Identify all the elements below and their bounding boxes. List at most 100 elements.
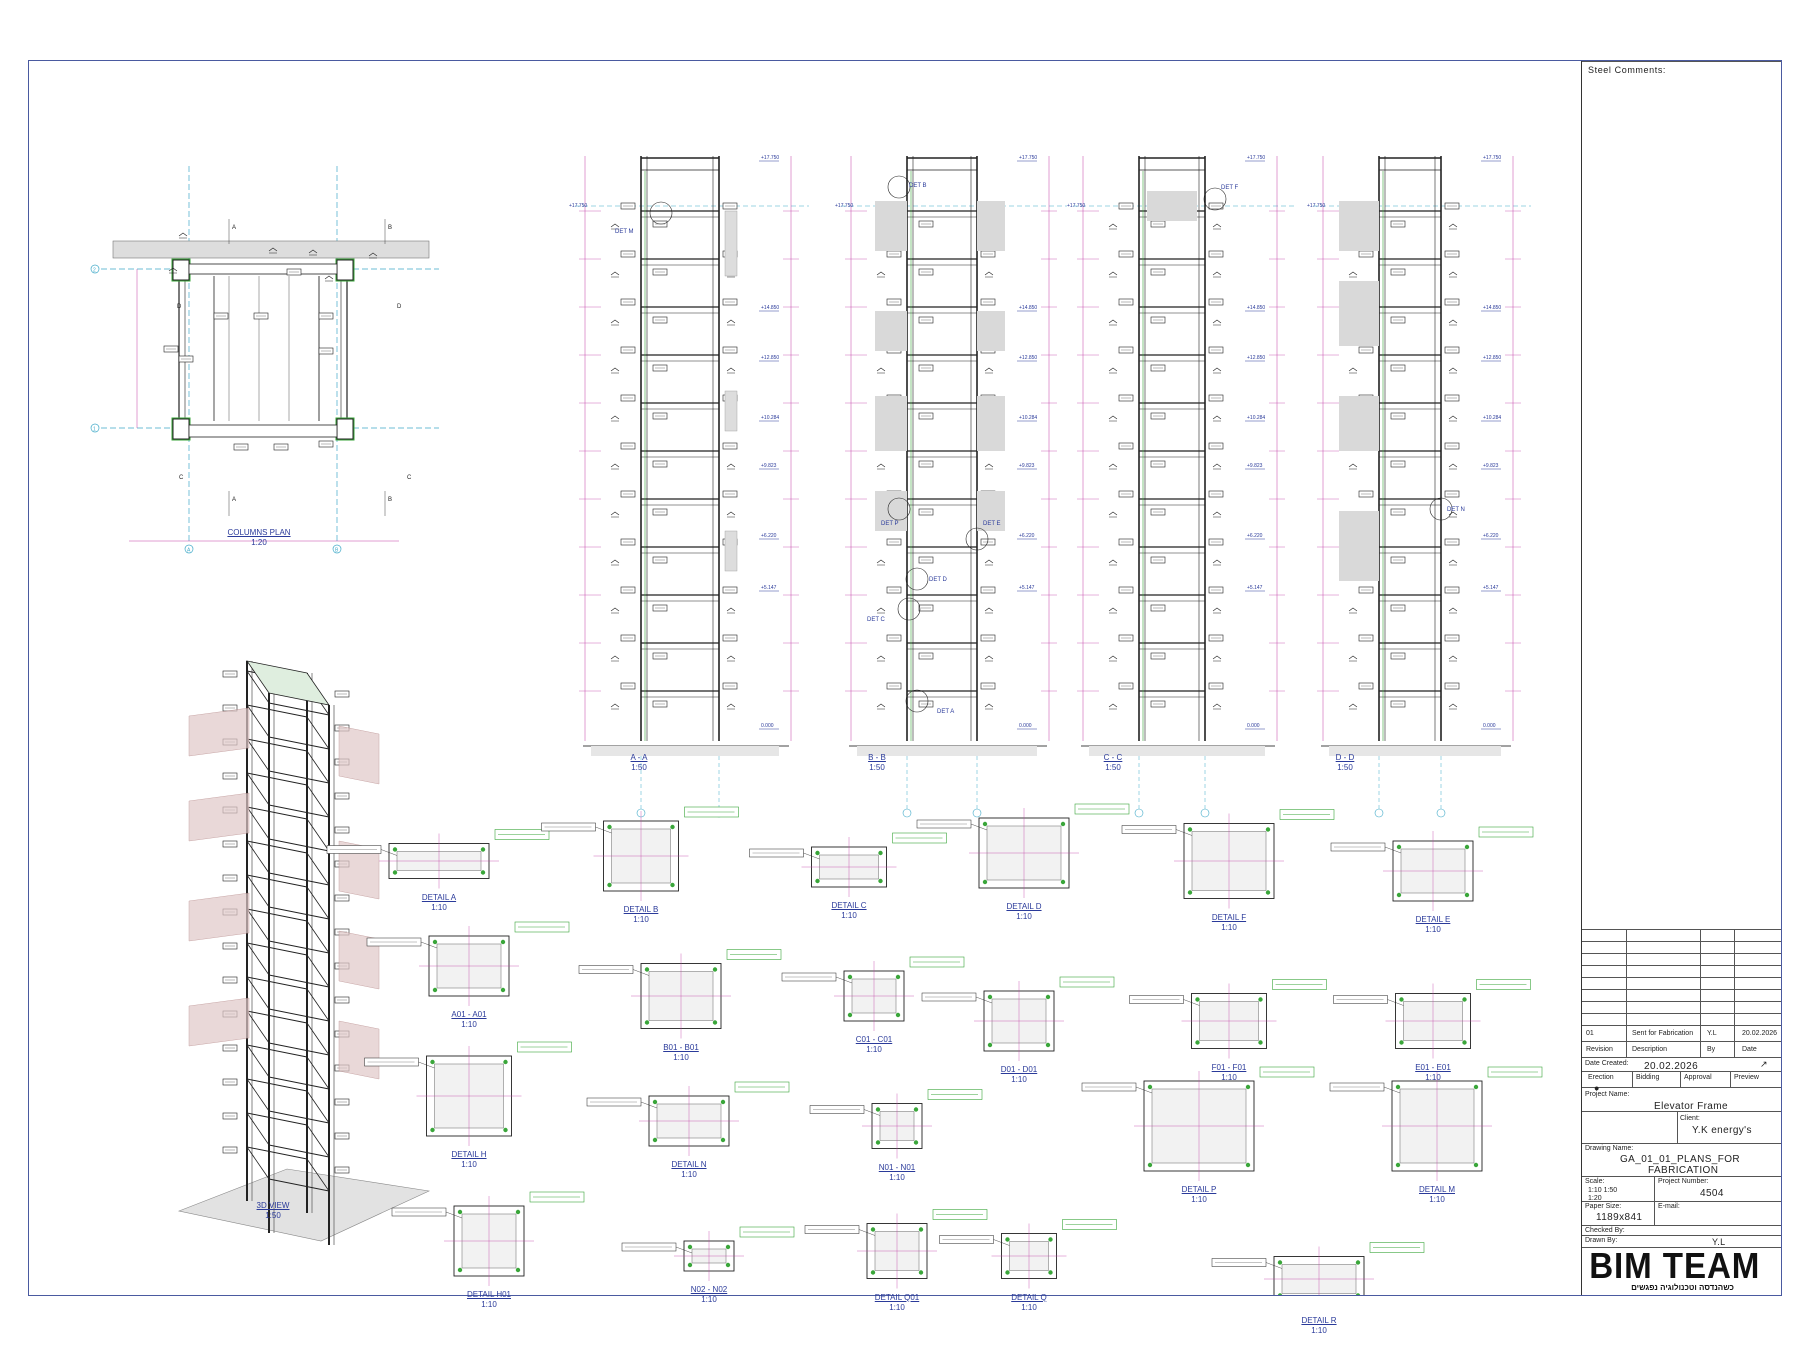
elevation-marker: +5.147 bbox=[1019, 585, 1035, 591]
iso-beam bbox=[306, 852, 330, 886]
leader-line bbox=[993, 1239, 1010, 1246]
detail-scale: 1:10 bbox=[1425, 925, 1441, 934]
detail-callout-circle bbox=[905, 567, 929, 591]
wall-panel bbox=[1147, 191, 1197, 221]
elevation-marker: +14.850 bbox=[1483, 305, 1501, 311]
leader-line bbox=[445, 1211, 463, 1219]
bolt-marker bbox=[1005, 1237, 1010, 1242]
iso-beam bbox=[246, 942, 308, 956]
iso-beam bbox=[246, 738, 270, 772]
wall-panel bbox=[724, 390, 738, 432]
detail-name: DETAIL P bbox=[1181, 1185, 1217, 1194]
detail-callout-circle bbox=[897, 597, 921, 621]
title-block-rule bbox=[1582, 1225, 1781, 1226]
section-cut-letter: C bbox=[179, 475, 184, 481]
detail-scale: 1:10 bbox=[681, 1170, 697, 1179]
weld-symbol bbox=[876, 271, 886, 278]
bolt-marker bbox=[1060, 879, 1066, 885]
grid-bubble bbox=[1134, 808, 1144, 818]
wall-panel bbox=[977, 491, 1005, 531]
title-block-rule bbox=[1582, 1013, 1781, 1014]
bolt-marker bbox=[725, 1262, 731, 1268]
weld-symbol bbox=[1108, 655, 1118, 662]
revision-description: Sent for Fabrication bbox=[1632, 1030, 1694, 1037]
bolt-marker bbox=[457, 1209, 463, 1215]
bolt-marker bbox=[607, 824, 612, 830]
ground-slab bbox=[591, 746, 779, 756]
section-cut-letter: C bbox=[407, 475, 412, 481]
bolt-marker bbox=[392, 870, 398, 875]
project-name-value: Elevator Frame bbox=[1654, 1101, 1728, 1112]
drawing-name-line1: GA_01_01_PLANS_FOR bbox=[1620, 1154, 1741, 1165]
title-block-rule bbox=[1582, 1235, 1781, 1236]
detail-name: N01 - N01 bbox=[878, 1162, 916, 1172]
bolt-marker bbox=[392, 847, 398, 852]
leader-line bbox=[632, 969, 650, 976]
iso-beam bbox=[268, 1144, 330, 1158]
bolt-marker bbox=[1245, 1162, 1251, 1168]
iso-beam bbox=[306, 750, 330, 784]
ground-slab bbox=[1329, 746, 1501, 756]
iso-wall-panel bbox=[338, 725, 380, 785]
detail-callout-circle bbox=[887, 497, 911, 521]
bolt-marker bbox=[430, 1127, 435, 1133]
bolt-marker bbox=[815, 850, 820, 856]
bolt-marker bbox=[847, 1012, 853, 1018]
bolt-marker bbox=[1265, 890, 1271, 895]
bolt-marker bbox=[875, 1107, 881, 1112]
iso-beam bbox=[268, 1042, 330, 1056]
title-block: Steel Comments: 01 Sent for Fabrication … bbox=[1581, 61, 1782, 1295]
wall-panel bbox=[724, 210, 738, 277]
drawn-by-value: Y.L bbox=[1712, 1237, 1726, 1247]
weld-symbol bbox=[168, 267, 178, 274]
weld-symbol bbox=[1448, 559, 1458, 566]
status-preview: Preview bbox=[1734, 1074, 1759, 1081]
weld-symbol bbox=[1212, 655, 1222, 662]
bolt-marker bbox=[1187, 827, 1193, 832]
bolt-marker bbox=[847, 974, 853, 980]
wall-panel bbox=[875, 201, 907, 251]
bolt-marker bbox=[982, 821, 988, 827]
weld-symbol bbox=[178, 232, 188, 239]
leader-line bbox=[675, 1246, 693, 1254]
title-block-rule bbox=[1730, 1071, 1731, 1087]
detail-scale: 1:10 bbox=[1011, 1075, 1027, 1084]
detail-name: C01 - C01 bbox=[855, 1035, 893, 1044]
weld-symbol bbox=[1212, 703, 1222, 710]
status-bidding: Bidding bbox=[1636, 1074, 1660, 1081]
leader-line bbox=[420, 941, 438, 949]
detail-scale: 1:10 bbox=[1221, 1072, 1237, 1082]
iso-beam bbox=[306, 954, 330, 988]
north-arrow-icon: ↗ bbox=[1760, 1059, 1768, 1069]
iso-beam bbox=[246, 1112, 270, 1146]
title-block-rule bbox=[1582, 953, 1781, 954]
header-description: Description bbox=[1632, 1046, 1668, 1053]
bolt-marker bbox=[644, 967, 650, 972]
weld-symbol bbox=[1448, 607, 1458, 614]
leader-line bbox=[1265, 1262, 1283, 1269]
iso-beam bbox=[246, 1044, 270, 1078]
plan-beam-bottom bbox=[188, 424, 338, 438]
wall-panel bbox=[1339, 396, 1379, 451]
iso-beam bbox=[268, 974, 330, 988]
elevation-marker: +14.850 bbox=[1247, 305, 1265, 311]
detail-callout-circle bbox=[649, 201, 673, 225]
bolt-marker bbox=[503, 1059, 508, 1065]
bolt-marker bbox=[918, 1227, 924, 1232]
level-label: +17.750 bbox=[835, 203, 853, 209]
email-label: E-mail: bbox=[1658, 1203, 1680, 1210]
bolt-marker bbox=[503, 1127, 508, 1133]
iso-beam bbox=[246, 738, 308, 752]
iso-beam bbox=[306, 1090, 330, 1124]
bolt-marker bbox=[870, 1227, 876, 1232]
section-cut-letter: A bbox=[232, 225, 236, 231]
plan-beam-top bbox=[188, 263, 338, 275]
grid-bubble-text: 2 bbox=[93, 268, 96, 274]
title-block-rule bbox=[1680, 1071, 1681, 1087]
bolt-marker bbox=[1195, 997, 1200, 1002]
